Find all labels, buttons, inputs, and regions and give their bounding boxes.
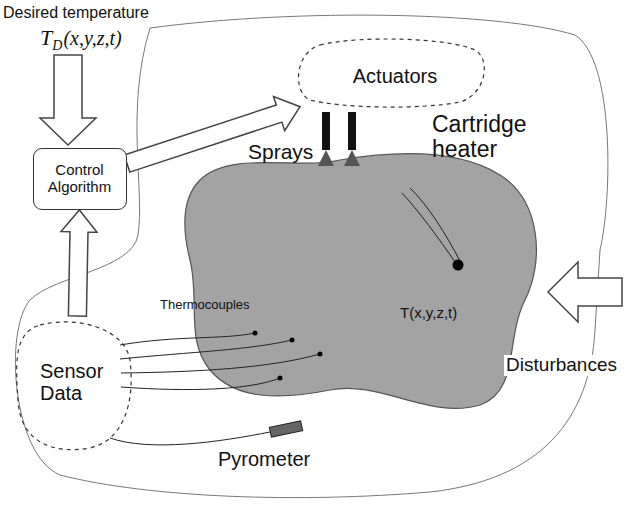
workpiece-outline xyxy=(175,145,550,415)
node-label: Actuators xyxy=(305,65,485,87)
actuator-group-shape xyxy=(299,39,485,107)
sensor-group: Sensor Data xyxy=(14,316,138,456)
input-label: Desired temperature xyxy=(3,4,149,22)
part-label: Thermocouples xyxy=(160,298,250,312)
part-label: Pyrometer xyxy=(218,448,310,470)
process-box: Control Algorithm xyxy=(33,148,127,210)
disturbance-arrow xyxy=(548,262,622,322)
part-label: Disturbances xyxy=(504,355,619,376)
pyrometer xyxy=(269,421,302,437)
workpiece-shape xyxy=(185,154,537,409)
system-boundary xyxy=(15,15,608,497)
sensor-group-shape xyxy=(17,322,132,450)
node-label: Sensor Data xyxy=(40,360,115,404)
node-label: Control Algorithm xyxy=(38,162,122,195)
spray-nozzle xyxy=(348,112,356,150)
flow-arrow xyxy=(61,210,97,316)
input-arrow xyxy=(40,55,96,145)
part-label: Sprays xyxy=(248,140,313,163)
pyrometer-wire xyxy=(110,432,270,445)
symbol-subscript: D xyxy=(52,38,62,53)
symbol: T xyxy=(40,25,52,50)
symbol-arguments: (x,y,z,t) xyxy=(63,27,121,49)
spray-nozzle xyxy=(322,112,330,150)
workpiece: T(x,y,z,t) xyxy=(175,145,550,415)
actuator-group: Actuators xyxy=(300,38,490,113)
symbol-group: TD(x,y,z,t) xyxy=(40,26,122,53)
part-label: Cartridge heater xyxy=(432,112,562,163)
node-label: T(x,y,z,t) xyxy=(400,305,500,322)
